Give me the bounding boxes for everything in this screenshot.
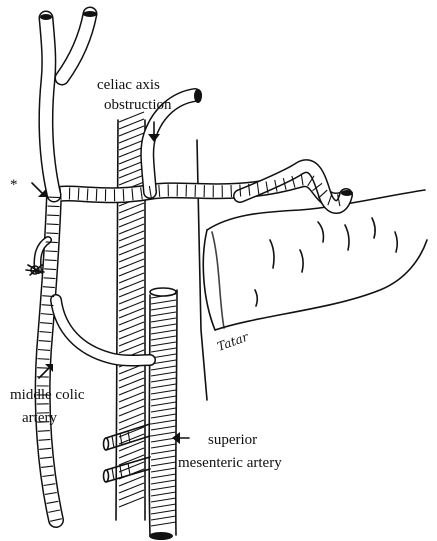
celiac-label-line2: obstruction — [104, 97, 172, 113]
artist-signature: Tatar — [215, 329, 251, 354]
left-arrow-icon — [172, 432, 189, 444]
sma-label-line1: superior — [208, 432, 257, 448]
down-right-arrow-icon — [32, 183, 46, 197]
jejunal-branch-stumps — [104, 424, 151, 482]
asterisk-marker: * — [10, 177, 18, 193]
middle-colic-label-line2: artery — [22, 410, 57, 426]
sma-hatching — [151, 294, 176, 526]
aorta — [116, 112, 145, 520]
collateral-arcade — [37, 11, 353, 521]
middle-colic-label-line1: middle colic — [10, 387, 85, 403]
aorta-hatching — [119, 112, 144, 507]
sma-label-line2: mesenteric artery — [178, 455, 282, 471]
celiac-label-line1: celiac axis — [97, 77, 160, 93]
